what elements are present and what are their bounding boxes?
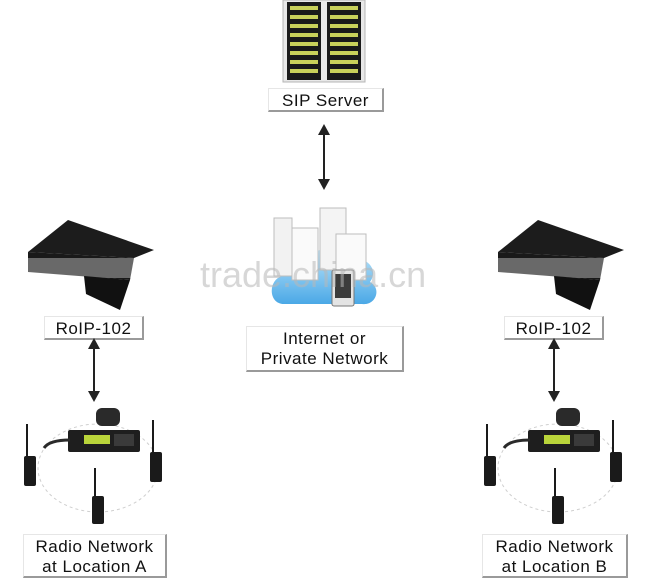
server-rack-icon: [282, 0, 366, 83]
walkie-talkie-icon: [150, 420, 162, 482]
walkie-talkie-icon: [24, 424, 36, 486]
walkie-talkie-icon: [610, 420, 622, 482]
roip-gateway-icon: [498, 220, 624, 310]
cloud-network-icon: [271, 207, 377, 307]
roip-b-label: RoIP-102: [504, 316, 604, 340]
roip-b-label-text: RoIP-102: [515, 319, 592, 338]
radio-a-label: Radio Network at Location A: [23, 534, 167, 578]
radio-b-label-line1: Radio Network: [495, 537, 614, 556]
network-label-line2: Private Network: [260, 349, 389, 368]
walkie-talkie-icon: [92, 468, 104, 524]
radio-b-label: Radio Network at Location B: [482, 534, 628, 578]
roip-gateway-icon: [28, 220, 154, 310]
bidirectional-arrow-icon: [548, 338, 560, 402]
mobile-radio-icon: [502, 408, 600, 452]
network-label: Internet or Private Network: [246, 326, 404, 372]
watermark-text: trade.china.cn: [200, 254, 427, 295]
walkie-talkie-icon: [484, 424, 496, 486]
walkie-talkie-icon: [552, 468, 564, 524]
bidirectional-arrow-icon: [88, 338, 100, 402]
mobile-radio-icon: [42, 408, 140, 452]
radio-network-a-icon: [24, 408, 162, 524]
sip-server-label-text: SIP Server: [282, 91, 369, 110]
roip-a-label-text: RoIP-102: [55, 319, 132, 338]
radio-b-label-line2: at Location B: [501, 557, 608, 576]
network-label-line1: Internet or: [283, 329, 366, 348]
bidirectional-arrow-icon: [318, 124, 330, 190]
radio-network-b-icon: [484, 408, 622, 524]
radio-a-label-line1: Radio Network: [35, 537, 154, 556]
radio-a-label-line2: at Location A: [42, 557, 147, 576]
roip-a-label: RoIP-102: [44, 316, 144, 340]
sip-server-label: SIP Server: [268, 88, 384, 112]
